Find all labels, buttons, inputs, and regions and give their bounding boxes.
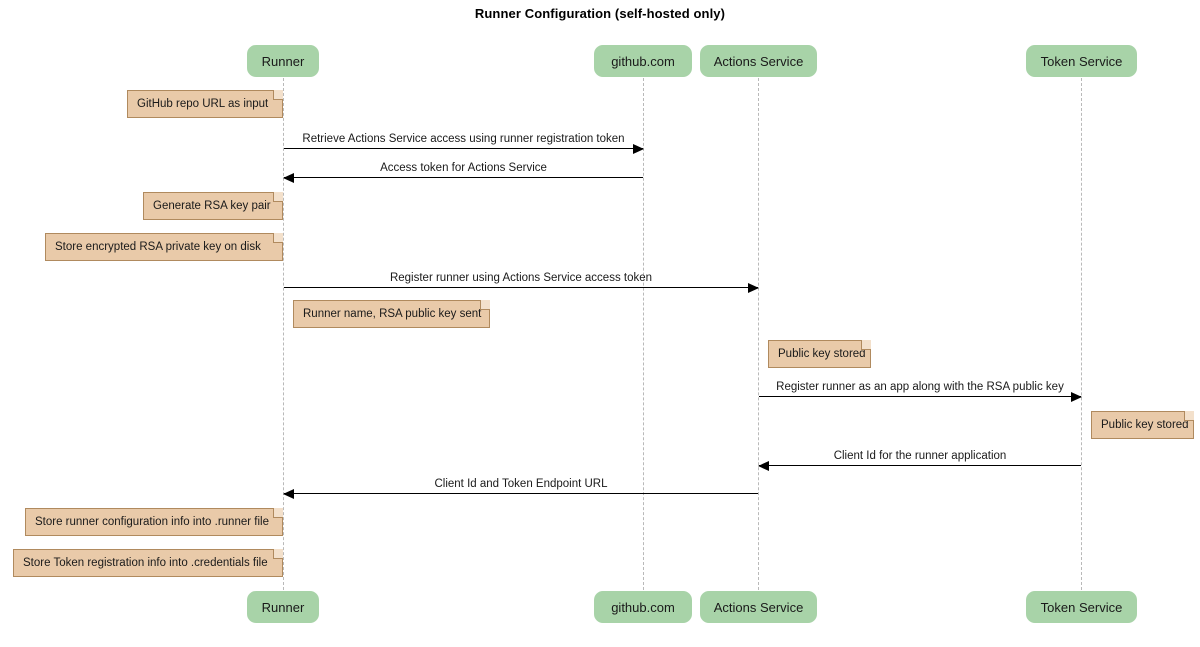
note-fold-icon: [273, 549, 283, 559]
note-fold-icon: [273, 233, 283, 243]
arrowhead-left-icon: [283, 173, 294, 183]
arrowhead-left-icon: [283, 489, 294, 499]
note-public-key-stored-actions: Public key stored: [768, 340, 871, 368]
note-public-key-stored-token: Public key stored: [1091, 411, 1194, 439]
arrowhead-right-icon: [633, 144, 644, 154]
message-register-runner-as-app: Register runner as an app along with the…: [759, 381, 1082, 402]
note-text: Store Token registration info into .cred…: [23, 557, 268, 569]
note-github-repo-url: GitHub repo URL as input: [127, 90, 283, 118]
page-title: Runner Configuration (self-hosted only): [474, 6, 726, 21]
participant-label: Token Service: [1040, 53, 1123, 69]
participant-label: github.com: [611, 53, 675, 69]
message-label: Retrieve Actions Service access using ru…: [302, 133, 625, 145]
note-store-encrypted-rsa-private-key: Store encrypted RSA private key on disk: [45, 233, 283, 261]
message-client-id-for-runner-application: Client Id for the runner application: [758, 450, 1081, 471]
participant-github-bottom[interactable]: github.com: [594, 591, 692, 623]
participant-runner-bottom[interactable]: Runner: [247, 591, 319, 623]
arrowhead-right-icon: [748, 283, 759, 293]
participant-label: Runner: [261, 53, 305, 69]
participant-actions-top[interactable]: Actions Service: [700, 45, 817, 77]
message-label: Access token for Actions Service: [380, 162, 547, 174]
note-fold-icon: [480, 300, 490, 310]
participant-label: Actions Service: [713, 599, 804, 615]
message-access-token-for-actions-service: Access token for Actions Service: [283, 162, 643, 183]
lifeline-actions: [758, 78, 759, 590]
lifeline-token: [1081, 78, 1082, 590]
lifeline-runner: [283, 78, 284, 590]
note-text: Public key stored: [1101, 419, 1189, 431]
note-text: Generate RSA key pair: [153, 200, 271, 212]
participant-label: github.com: [611, 599, 675, 615]
note-text: Store runner configuration info into .ru…: [35, 516, 269, 528]
note-generate-rsa-key-pair: Generate RSA key pair: [143, 192, 283, 220]
note-store-token-registration: Store Token registration info into .cred…: [13, 549, 283, 577]
note-store-runner-configuration: Store runner configuration info into .ru…: [25, 508, 283, 536]
message-client-id-and-token-endpoint-url: Client Id and Token Endpoint URL: [283, 478, 758, 499]
note-text: Store encrypted RSA private key on disk: [55, 241, 261, 253]
note-fold-icon: [273, 90, 283, 100]
participant-label: Actions Service: [713, 53, 804, 69]
note-text: Runner name, RSA public key sent: [303, 308, 482, 320]
participant-token-top[interactable]: Token Service: [1026, 45, 1137, 77]
participant-github-top[interactable]: github.com: [594, 45, 692, 77]
message-retrieve-actions-service-access: Retrieve Actions Service access using ru…: [284, 133, 644, 154]
lifeline-github: [643, 78, 644, 590]
note-fold-icon: [273, 192, 283, 202]
message-register-runner-using-access-token: Register runner using Actions Service ac…: [284, 272, 759, 293]
message-label: Register runner as an app along with the…: [776, 381, 1064, 393]
participant-label: Runner: [261, 599, 305, 615]
note-text: GitHub repo URL as input: [137, 98, 269, 110]
message-label: Register runner using Actions Service ac…: [389, 272, 653, 284]
arrowhead-right-icon: [1071, 392, 1082, 402]
note-fold-icon: [1184, 411, 1194, 421]
participant-actions-bottom[interactable]: Actions Service: [700, 591, 817, 623]
message-label: Client Id and Token Endpoint URL: [434, 478, 608, 490]
note-fold-icon: [861, 340, 871, 350]
note-fold-icon: [273, 508, 283, 518]
arrowhead-left-icon: [758, 461, 769, 471]
participant-runner-top[interactable]: Runner: [247, 45, 319, 77]
note-runner-name-rsa-public-key-sent: Runner name, RSA public key sent: [293, 300, 490, 328]
note-text: Public key stored: [778, 348, 866, 360]
message-label: Client Id for the runner application: [833, 450, 1007, 462]
participant-token-bottom[interactable]: Token Service: [1026, 591, 1137, 623]
participant-label: Token Service: [1040, 599, 1123, 615]
